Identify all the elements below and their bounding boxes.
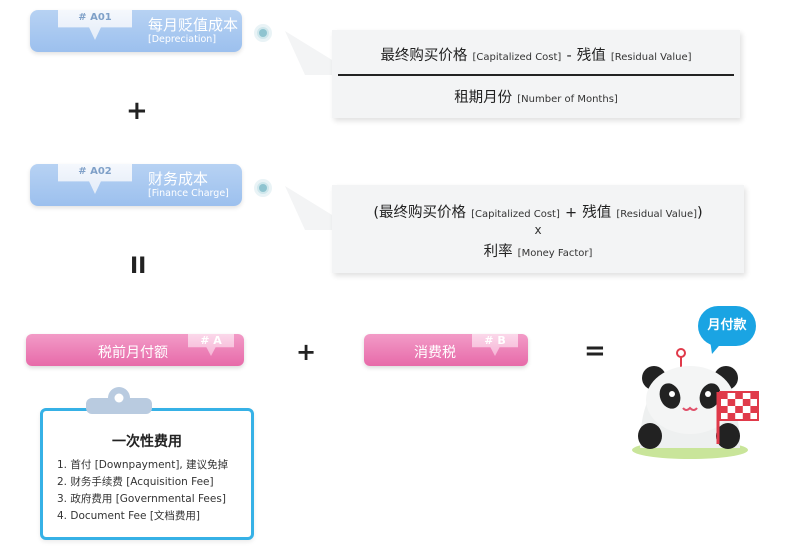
finance-charge-tag-notch: # A02 — [58, 164, 132, 194]
monthly-payment-bubble: 月付款 — [698, 306, 756, 346]
clipboard-clip-icon — [86, 387, 152, 414]
one-time-fees-list: 1. 首付 [Downpayment], 建议免掉 2. 财务手续费 [Acqu… — [57, 457, 228, 525]
finance-charge-line-1: (最终购买价格 [Capitalized Cost] + 残值 [Residua… — [373, 205, 703, 221]
bubble-tail-icon — [710, 340, 724, 354]
sales-tax-tag: 消费税 # B — [364, 334, 528, 366]
equals-operator-vertical: II — [130, 254, 147, 279]
list-item: 3. 政府费用 [Governmental Fees] — [57, 493, 226, 505]
formula-panel-a02-pointer — [285, 186, 335, 230]
panda-mascot-icon — [632, 348, 759, 459]
sales-tax-label: 消费税 — [414, 345, 456, 361]
tax-code: # B — [484, 334, 506, 347]
pretax-code: # A — [200, 334, 222, 347]
depreciation-tag-notch: # A01 — [58, 10, 132, 40]
depreciation-denominator: 租期月份 [Number of Months] — [454, 90, 618, 106]
finance-charge-formula-panel: (最终购买价格 [Capitalized Cost] + 残值 [Residua… — [332, 185, 744, 273]
one-time-fees-title: 一次性费用 — [112, 434, 182, 450]
list-item: 4. Document Fee [文档费用] — [57, 510, 201, 522]
finance-charge-line-2: 利率 [Money Factor] — [483, 244, 593, 260]
pretax-monthly-label: 税前月付额 — [98, 345, 168, 361]
list-item: 2. 财务手续费 [Acquisition Fee] — [57, 476, 214, 488]
finance-charge-subtitle: [Finance Charge] — [148, 188, 229, 199]
depreciation-numerator: 最终购买价格 [Capitalized Cost] - 残值 [Residual… — [380, 48, 692, 64]
formula-panel-a01-pointer — [285, 31, 335, 75]
pretax-monthly-notch: # A — [188, 334, 234, 356]
depreciation-title: 每月贬值成本 — [148, 16, 239, 34]
equals-operator: = — [584, 336, 606, 366]
one-time-fees-box: 一次性费用 1. 首付 [Downpayment], 建议免掉 2. 财务手续费… — [40, 408, 254, 540]
connector-dot-a02 — [254, 179, 272, 197]
finance-charge-title: 财务成本 — [148, 170, 209, 188]
sales-tax-notch: # B — [472, 334, 518, 356]
connector-dot-a01 — [254, 24, 272, 42]
plus-operator-bottom: + — [296, 338, 317, 366]
finance-charge-tag: # A02 财务成本 [Finance Charge] — [30, 164, 242, 206]
depreciation-formula-panel: 最终购买价格 [Capitalized Cost] - 残值 [Residual… — [332, 30, 740, 118]
fraction-line — [338, 74, 734, 76]
depreciation-tag: # A01 每月贬值成本 [Depreciation] — [30, 10, 242, 52]
plus-operator: + — [126, 96, 148, 126]
depreciation-code: # A01 — [78, 12, 112, 23]
pretax-monthly-tag: 税前月付额 # A — [26, 334, 244, 366]
multiply-sign: x — [534, 223, 542, 237]
list-item: 1. 首付 [Downpayment], 建议免掉 — [57, 459, 229, 471]
depreciation-subtitle: [Depreciation] — [148, 34, 217, 45]
finance-charge-code: # A02 — [78, 166, 112, 177]
